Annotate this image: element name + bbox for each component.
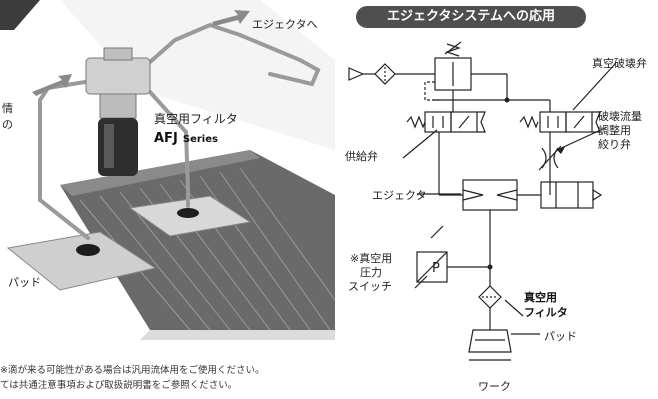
label-vacuum-filter-2: フィルタ bbox=[524, 306, 568, 319]
label-pad-left: パッド bbox=[8, 276, 41, 289]
leader-break-valve bbox=[572, 63, 616, 111]
diagram-title: エジェクタシステムへの応用 bbox=[356, 6, 586, 28]
leader-supply-valve bbox=[402, 129, 438, 159]
switch-p-letter: P bbox=[432, 261, 440, 276]
label-flow-adjust-2: 調整用 bbox=[598, 124, 631, 137]
pressure-switch-symbol bbox=[416, 225, 490, 283]
ejector-symbol bbox=[438, 142, 551, 211]
tubing bbox=[38, 22, 321, 240]
throttle-valve-symbol bbox=[538, 132, 562, 188]
label-pad-right: パッド bbox=[544, 330, 577, 343]
throttle-arrow-icon bbox=[557, 147, 565, 154]
series-suffix: Series bbox=[182, 134, 218, 145]
label-flow-adjust-3: 絞り弁 bbox=[598, 138, 631, 151]
footnote-1: ※滴が来る可能性がある場合は汎用流体用をご使用ください。 bbox=[0, 365, 265, 376]
conveyor-belt bbox=[60, 150, 336, 340]
label-to-ejector: エジェクタへ bbox=[252, 18, 318, 31]
supply-filter-symbol bbox=[374, 63, 396, 85]
label-ejector: エジェクタ bbox=[372, 189, 427, 202]
product-illustration bbox=[0, 0, 336, 340]
series-code: AFJ bbox=[154, 131, 178, 146]
label-vacuum-filter: 真空用フィルタ bbox=[154, 112, 238, 126]
pneumatic-circuit: P bbox=[348, 41, 616, 361]
inlet-arrow-icon bbox=[32, 74, 72, 96]
label-supply-valve: 供給弁 bbox=[345, 150, 378, 163]
label-pressure-switch-3: スイッチ bbox=[348, 280, 392, 293]
leader-throttle bbox=[556, 127, 606, 151]
illustration-drawing bbox=[0, 0, 336, 340]
left-text-fragment-2: の bbox=[2, 118, 13, 131]
left-text-fragment-1: 情 bbox=[2, 102, 13, 115]
corner-tab bbox=[0, 0, 40, 30]
leader-switch bbox=[414, 275, 428, 289]
silencer-symbol bbox=[540, 181, 603, 209]
work-plate-left bbox=[6, 231, 157, 291]
outlet-arrow-icon bbox=[212, 10, 250, 26]
label-pressure-switch-2: 圧力 bbox=[360, 266, 382, 279]
footnote-2: ては共通注意事項および取扱説明書をご参照ください。 bbox=[0, 380, 238, 391]
filter-body bbox=[85, 47, 151, 176]
break-valve-symbol bbox=[507, 99, 601, 133]
label-flow-adjust-1: 破壊流量 bbox=[598, 110, 642, 123]
label-pressure-switch-1: ※真空用 bbox=[350, 252, 393, 265]
label-filter-series: AFJ Series bbox=[154, 127, 218, 146]
supply-source-symbol bbox=[348, 67, 365, 81]
label-vacuum-filter-1: 真空用 bbox=[524, 291, 557, 304]
pad-left-shape bbox=[76, 244, 100, 256]
supply-valve-symbol bbox=[406, 99, 507, 142]
label-vacuum-break-valve: 真空破壊弁 bbox=[592, 57, 647, 70]
pad-symbol bbox=[468, 329, 540, 361]
pad-right-shape bbox=[177, 208, 199, 218]
label-work: ワーク bbox=[478, 380, 511, 393]
leader-filter bbox=[504, 299, 524, 317]
